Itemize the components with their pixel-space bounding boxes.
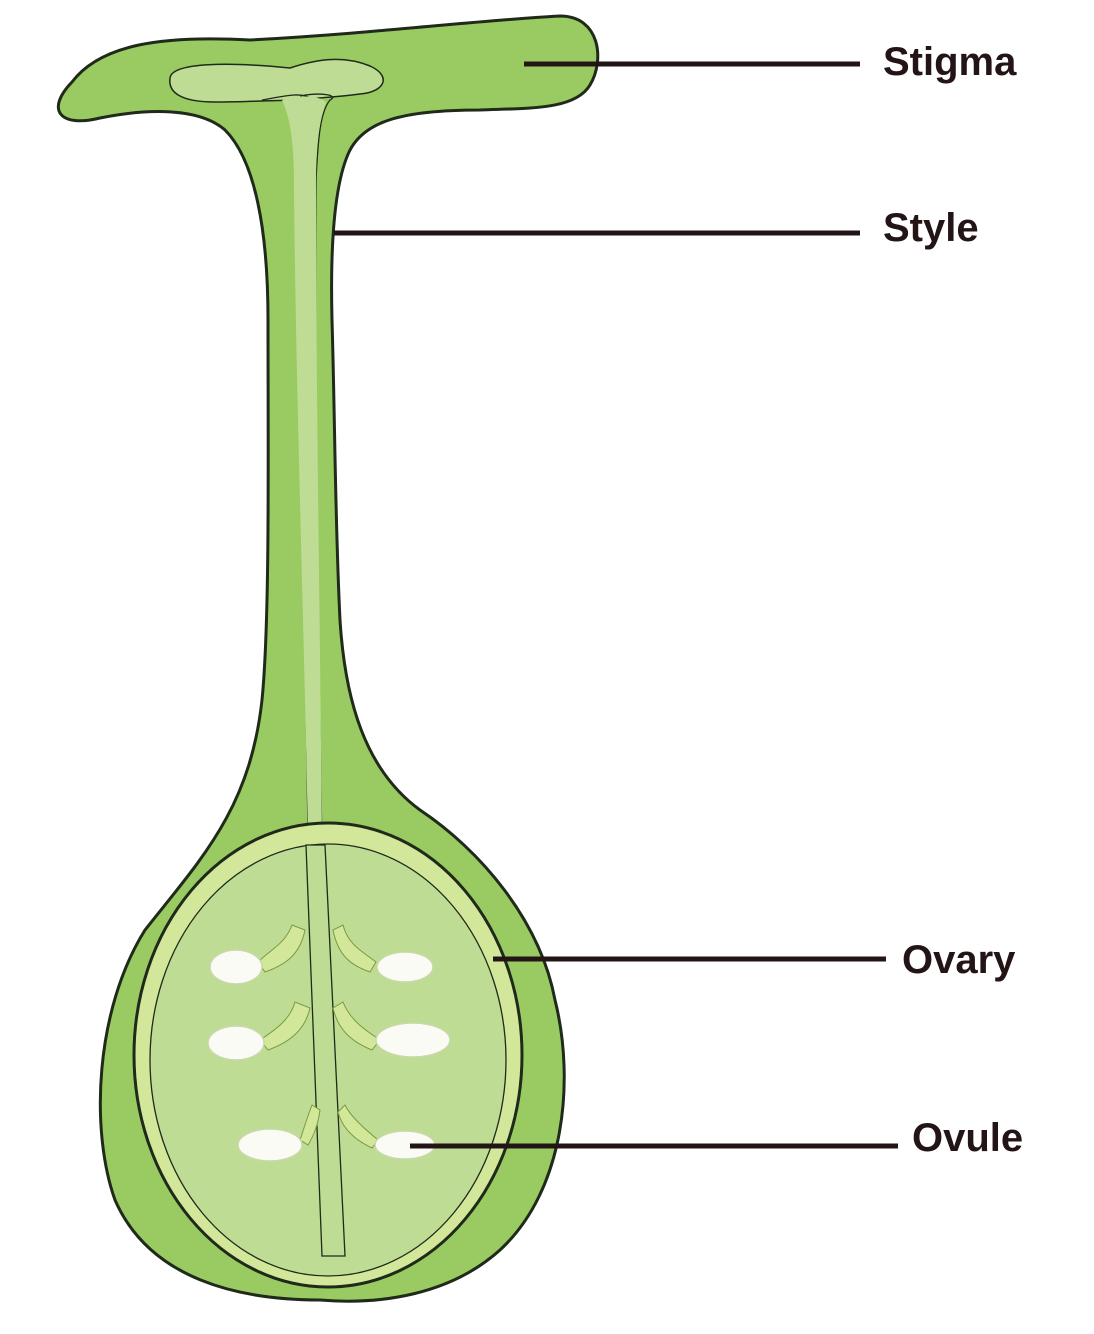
stylar-canal-fill bbox=[282, 96, 326, 840]
ovule-right-1 bbox=[376, 951, 434, 983]
ovule-left-3 bbox=[237, 1128, 303, 1162]
ovule-left-2 bbox=[207, 1025, 265, 1061]
ovule-left-1 bbox=[209, 949, 263, 985]
leader-lines bbox=[334, 61, 898, 1149]
ovules bbox=[207, 949, 451, 1162]
label-stigma: Stigma bbox=[883, 40, 1017, 84]
label-ovary: Ovary bbox=[902, 938, 1016, 982]
label-ovule: Ovule bbox=[912, 1116, 1024, 1160]
ovule-right-2 bbox=[375, 1022, 451, 1058]
label-style: Style bbox=[883, 206, 979, 250]
funicles bbox=[257, 924, 381, 1149]
stigma-inner-tissue bbox=[169, 58, 384, 103]
